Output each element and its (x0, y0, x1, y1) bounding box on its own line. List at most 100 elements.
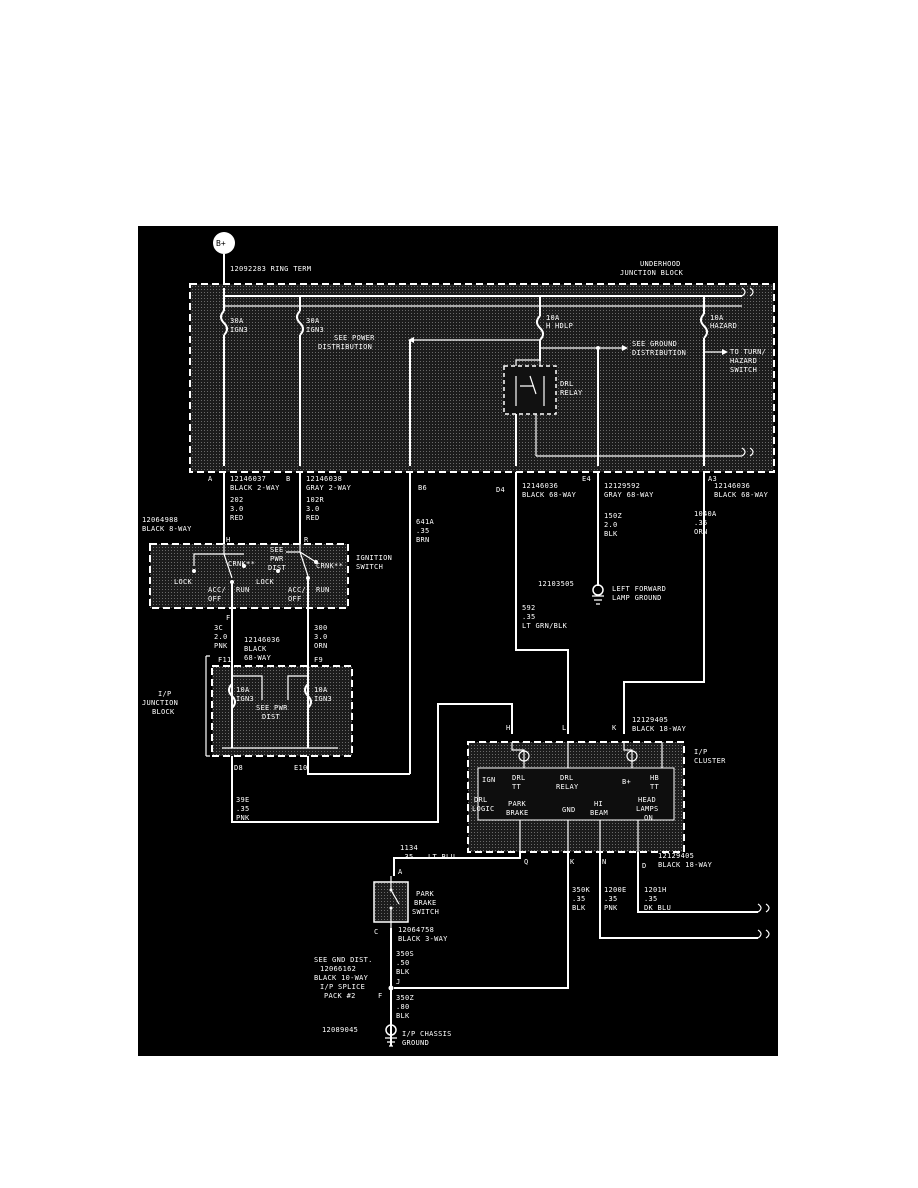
cl-drl-tt-2: TT (512, 783, 522, 791)
wire-39e-color: PNK (236, 814, 250, 822)
pb-pin-c: C (374, 928, 379, 936)
cl-gnd: GND (562, 806, 576, 814)
cl-hb-2: TT (650, 783, 660, 791)
ign-pin-f: F (226, 614, 231, 622)
wire-3c-gauge: 2.0 (214, 633, 228, 641)
cluster-pin-q: Q (524, 858, 529, 866)
ign-run-1: RUN (236, 586, 250, 594)
ign-acc-2: ACC/ (288, 586, 306, 594)
uh-fuse2-amp: 30A (306, 317, 320, 325)
ipjb-conn-2: BLACK (244, 645, 267, 653)
cl-bplus: B+ (622, 778, 631, 786)
cluster-conn-2: BLACK 18-WAY (632, 725, 687, 733)
pin-a3: A3 (708, 475, 717, 483)
wire-1040-color: ORN (694, 528, 708, 536)
hb-tt-lamp-icon (626, 750, 638, 762)
pin-a: A (208, 475, 213, 483)
cl-ign: IGN (482, 776, 496, 784)
ipjb-fuse1-amp: 10A (236, 686, 250, 694)
ign-pin-h: H (226, 536, 231, 544)
pin-b: B (286, 475, 291, 483)
see-power-2: DISTRIBUTION (318, 343, 372, 351)
wire-1134-gauge: .35 (400, 853, 414, 861)
ipjb-fuse1-name: IGN3 (236, 695, 254, 703)
uh-fuse4-name: HAZARD (710, 322, 737, 330)
uh-fuse1-name: IGN3 (230, 326, 248, 334)
conn1-desc: BLACK 2-WAY (230, 484, 280, 492)
ip-splice-pack: SEE GND DIST. 12066162 BLACK 10-WAY I/P … (314, 956, 400, 1000)
turn-hazard-3: SWITCH (730, 366, 757, 374)
see-ground-1: SEE GROUND (632, 340, 677, 348)
wire-39e-gauge: .35 (236, 805, 250, 813)
wire-350s-color: BLK (396, 968, 410, 976)
see-ground-2: DISTRIBUTION (632, 349, 686, 357)
cluster-pin-n: N (602, 858, 607, 866)
wire-300-color: ORN (314, 642, 328, 650)
ign-run-2: RUN (316, 586, 330, 594)
pb-title-2: BRAKE (414, 899, 437, 907)
turn-hazard-1: TO TURN/ (730, 348, 766, 356)
ign-acc-1: ACC/ (208, 586, 226, 594)
wire-202-color: RED (230, 514, 244, 522)
cluster-conn-3: 12129405 (658, 852, 694, 860)
ground1-part: 12103505 (538, 580, 574, 588)
schematic-svg: B+ 12092283 RING TERM UNDERHOOD JUNCTION… (142, 232, 775, 1047)
pin-b6: B6 (418, 484, 427, 492)
wire-350z-color: BLK (396, 1012, 410, 1020)
splice-l1: SEE GND DIST. (314, 956, 373, 964)
ipjb-title-3: BLOCK (152, 708, 175, 716)
uh-fuse3-amp: 10A (546, 314, 560, 322)
ipjb-pin-f9: F9 (314, 656, 323, 664)
conn3-part: 12146036 (522, 482, 558, 490)
cl-drl-logic-2: LOGIC (472, 805, 495, 813)
cl-park-2: BRAKE (506, 809, 529, 817)
ign-title-2: SWITCH (356, 563, 383, 571)
wire-350s-num: 350S (396, 950, 414, 958)
wire-102-num: 102R (306, 496, 325, 504)
ip-chassis-ground: 12089045 I/P CHASSIS GROUND (322, 1024, 452, 1047)
wire-102-color: RED (306, 514, 320, 522)
underhood-box (189, 283, 775, 473)
conn2-part: 12146038 (306, 475, 342, 483)
drl-relay-2: RELAY (560, 389, 583, 397)
cluster-title-1: I/P (694, 748, 708, 756)
conn3-desc: BLACK 68-WAY (522, 491, 577, 499)
wire-350z-num: 350Z (396, 994, 414, 1002)
underhood-title-2: JUNCTION BLOCK (620, 269, 684, 277)
ign-lock-1: LOCK (174, 578, 193, 586)
wiring-diagram: B+ 12092283 RING TERM UNDERHOOD JUNCTION… (138, 226, 778, 1056)
wire-592-gauge: .35 (522, 613, 536, 621)
cl-head-3: ON (644, 814, 653, 822)
pb-title-1: PARK (416, 890, 435, 898)
wire-1200-gauge: .35 (604, 895, 618, 903)
ground2-label-1: I/P CHASSIS (402, 1030, 452, 1038)
ign-off-2: OFF (288, 595, 302, 603)
splice-l3: BLACK 10-WAY (314, 974, 369, 982)
pin-d4: D4 (496, 486, 505, 494)
ground1-label-2: LAMP GROUND (612, 594, 662, 602)
wire-202-gauge: 3.0 (230, 505, 244, 513)
ip-junction-block: 12146036 BLACK 68-WAY F11 F9 I/P JUNCTIO… (142, 636, 353, 772)
ground2-part: 12089045 (322, 1026, 358, 1034)
turn-hazard-2: HAZARD (730, 357, 757, 365)
uh-fuse4-amp: 10A (710, 314, 724, 322)
cluster-pin-l: L (562, 724, 567, 732)
wire-592-num: 592 (522, 604, 536, 612)
cl-hb-1: HB (650, 774, 659, 782)
wire-150-color: BLK (604, 530, 618, 538)
battery-circle (213, 232, 235, 254)
ipjb-conn-1: 12146036 (244, 636, 280, 644)
wire-350k-color: BLK (572, 904, 586, 912)
ip-cluster: 12129405 BLACK 18-WAY H L K I/P CLUSTER … (467, 716, 726, 870)
cluster-pin-k: K (612, 724, 617, 732)
wire-641-num: 641A (416, 518, 435, 526)
ign-lock-2: LOCK (256, 578, 275, 586)
splice-pin-f: F (378, 992, 383, 1000)
cluster-conn-4: BLACK 18-WAY (658, 861, 713, 869)
cl-drl-relay-2: RELAY (556, 783, 579, 791)
pb-title-3: SWITCH (412, 908, 439, 916)
wire-592-color: LT GRN/BLK (522, 622, 568, 630)
pb-conn-1: 12064758 (398, 926, 434, 934)
ipjb-title-2: JUNCTION (142, 699, 178, 707)
wire-1201-gauge: .35 (644, 895, 658, 903)
